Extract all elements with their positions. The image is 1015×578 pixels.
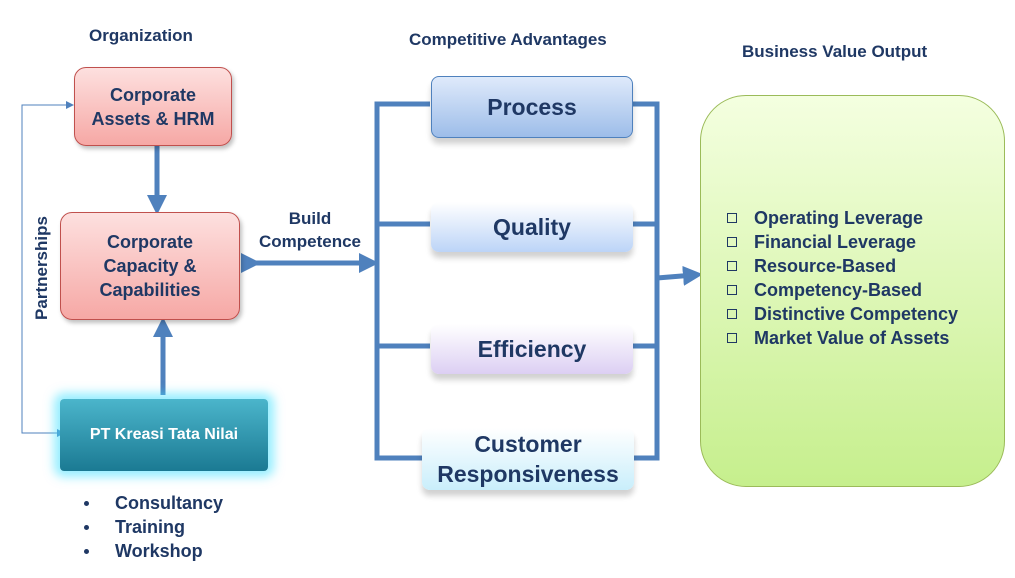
checkbox-icon <box>727 213 737 223</box>
partnerships-line <box>21 104 69 434</box>
corporate-capacity-box: Corporate Capacity & Capabilities <box>60 212 240 320</box>
services-list: Consultancy Training Workshop <box>80 491 223 563</box>
partnerships-label: Partnerships <box>32 216 51 320</box>
bullet-icon <box>84 548 89 554</box>
customer-responsiveness-box: Customer Responsiveness <box>422 428 634 490</box>
heading-business-value-output: Business Value Output <box>742 42 928 61</box>
arrow-to-value-output <box>656 265 703 286</box>
bullet-icon <box>84 524 89 530</box>
heading-competitive-advantages: Competitive Advantages <box>409 30 607 49</box>
heading-organization: Organization <box>89 26 193 45</box>
corporate-assets-box: Corporate Assets & HRM <box>74 67 232 146</box>
checkbox-icon <box>727 285 737 295</box>
quality-box: Quality <box>431 202 633 252</box>
list-item: Consultancy <box>80 491 223 515</box>
bracket-left <box>374 101 430 461</box>
list-item: Distinctive Competency <box>727 302 958 326</box>
efficiency-box: Efficiency <box>431 324 633 374</box>
list-item: Financial Leverage <box>727 230 958 254</box>
list-item: Market Value of Assets <box>727 326 958 350</box>
outputs-list: Operating Leverage Financial Leverage Re… <box>727 206 958 350</box>
bracket-right <box>633 101 660 461</box>
checkbox-icon <box>727 309 737 319</box>
business-value-output-box: Operating Leverage Financial Leverage Re… <box>700 95 1005 487</box>
checkbox-icon <box>727 261 737 271</box>
list-item: Resource-Based <box>727 254 958 278</box>
list-item: Workshop <box>80 539 223 563</box>
list-item: Operating Leverage <box>727 206 958 230</box>
process-box: Process <box>431 76 633 138</box>
bullet-icon <box>84 500 89 506</box>
checkbox-icon <box>727 237 737 247</box>
list-item: Competency-Based <box>727 278 958 302</box>
list-item: Training <box>80 515 223 539</box>
company-box: PT Kreasi Tata Nilai <box>60 399 268 471</box>
checkbox-icon <box>727 333 737 343</box>
build-competence-label: Build Competence <box>258 209 362 251</box>
